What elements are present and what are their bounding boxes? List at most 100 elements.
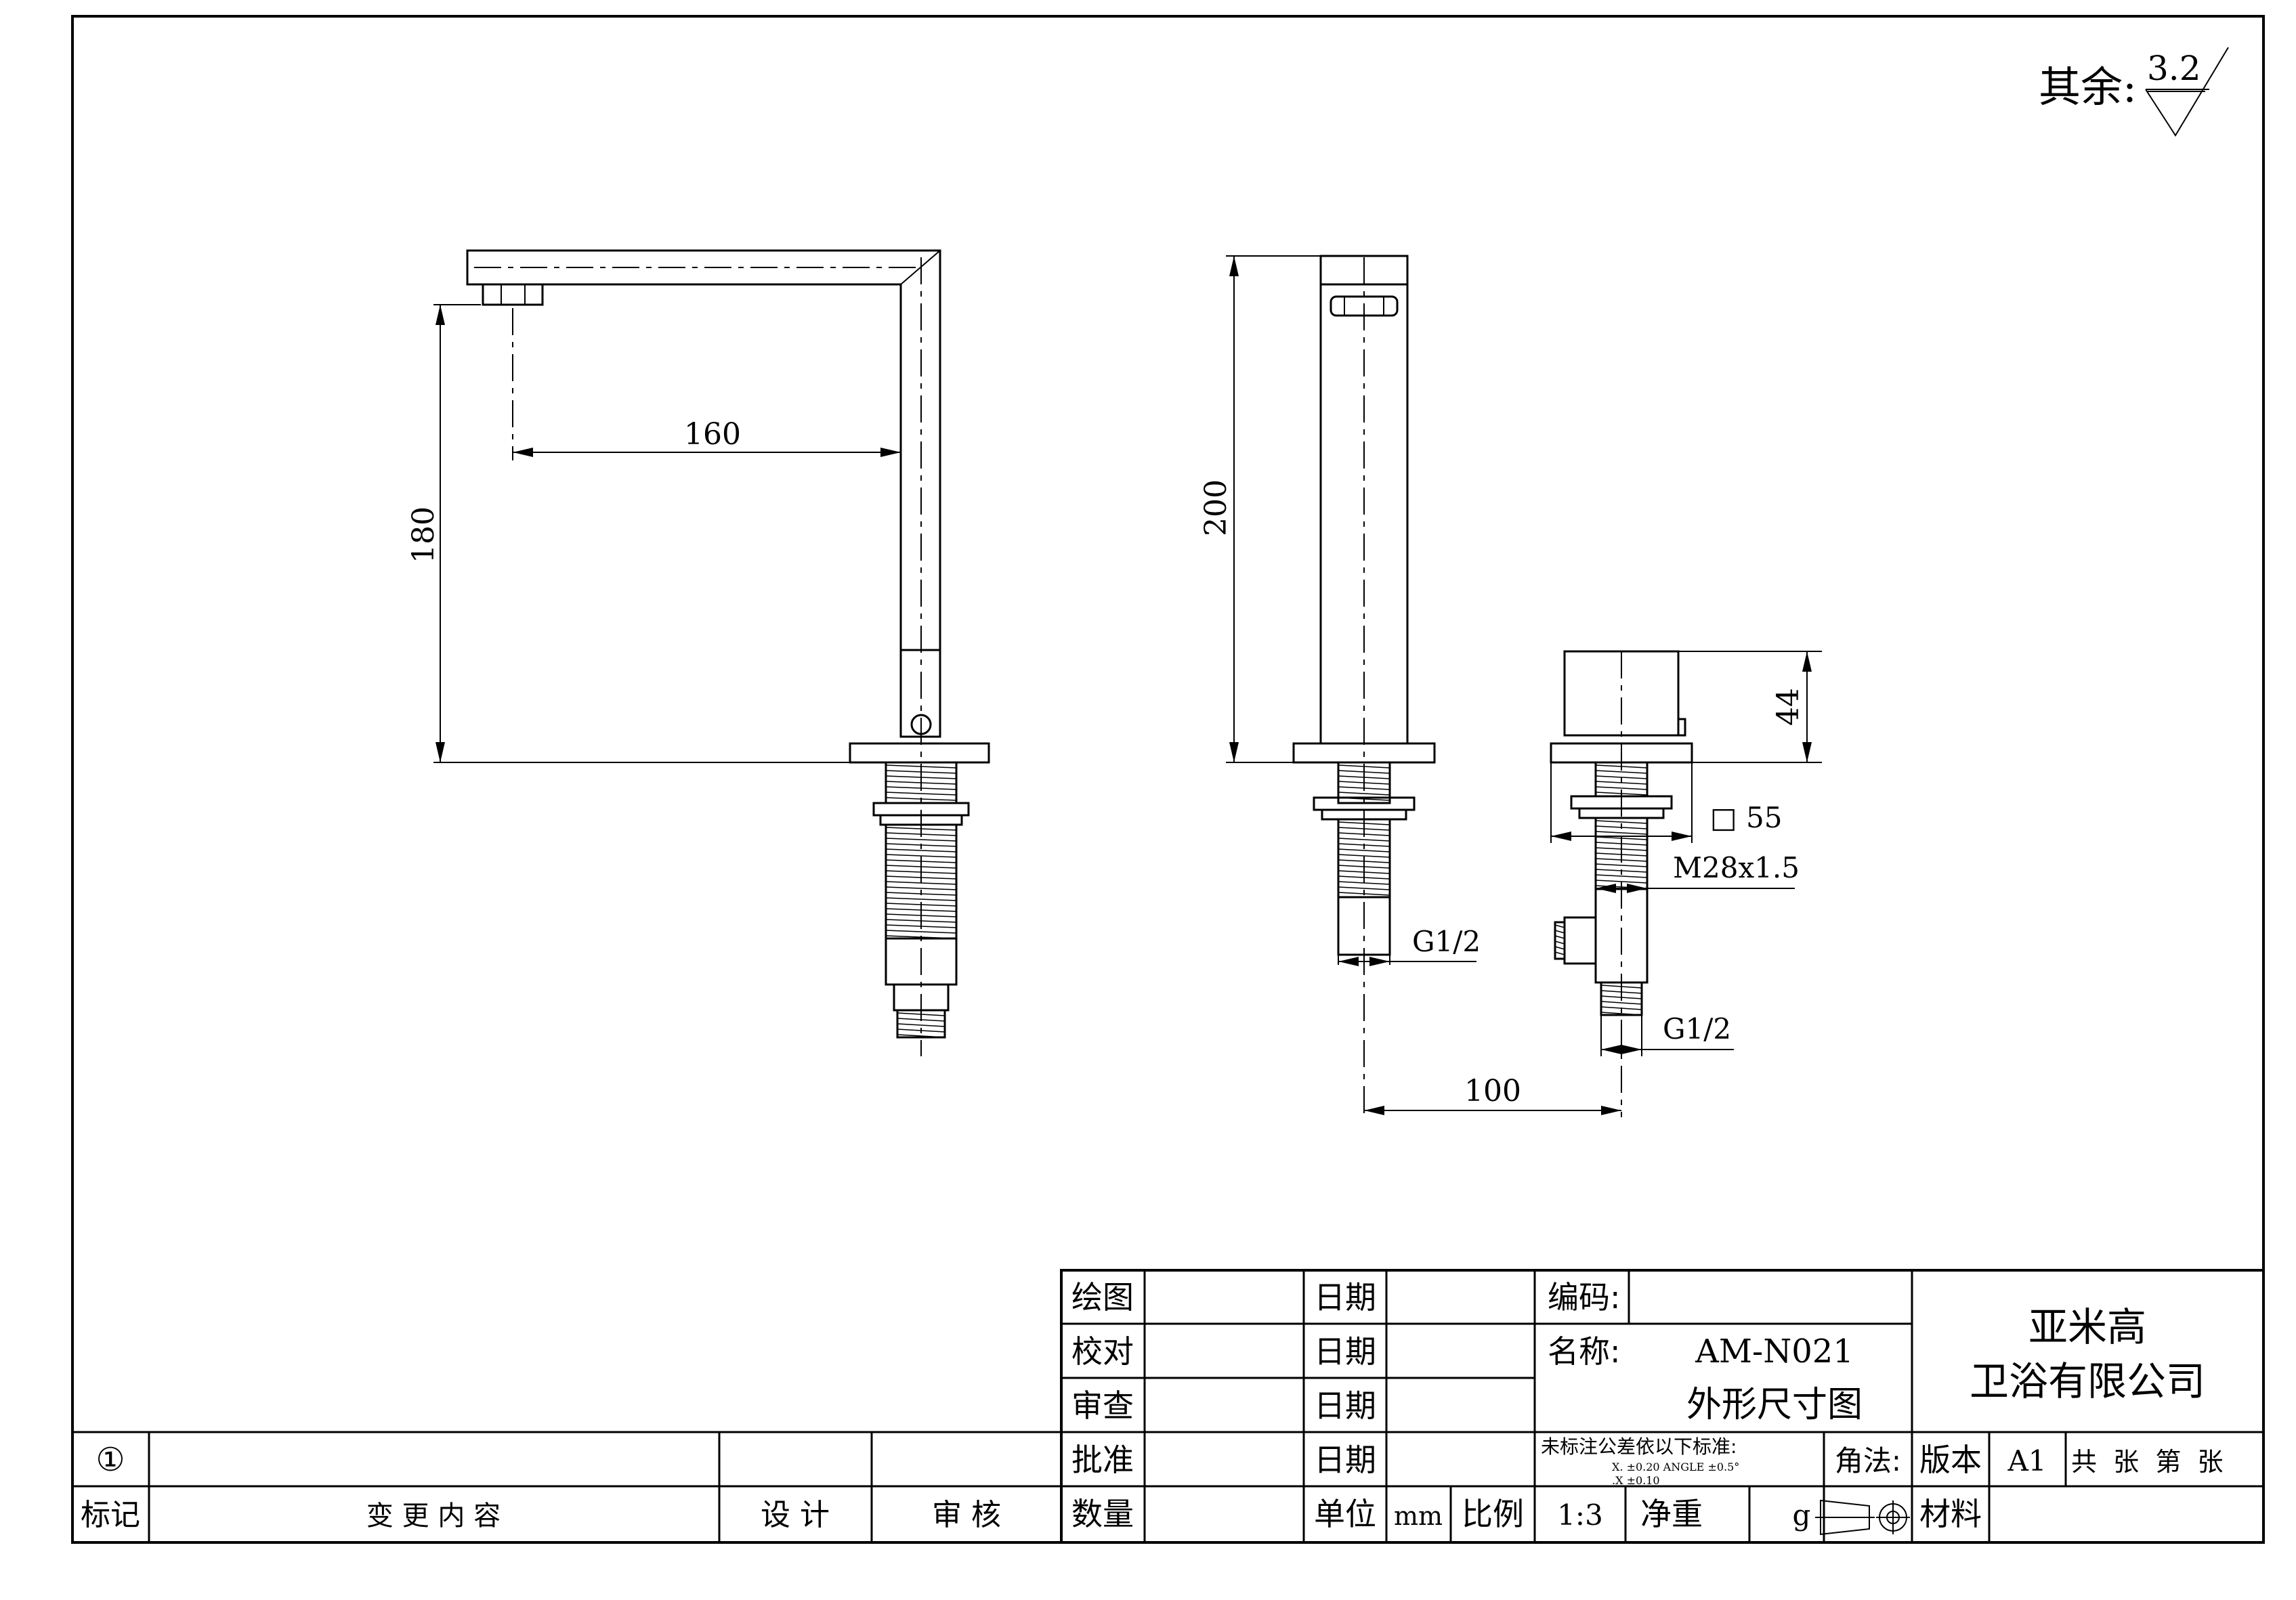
- thread-line: [885, 903, 957, 907]
- handle-thread-lines: [1554, 764, 1648, 1016]
- thread-line: [1595, 880, 1648, 884]
- thread-line: [885, 764, 957, 769]
- thread-line: [1338, 870, 1390, 874]
- dim-handle-square: □ 55: [1710, 801, 1782, 834]
- thread-line: [1338, 775, 1390, 779]
- thread-line: [897, 1018, 945, 1022]
- thread-line: [885, 870, 957, 874]
- thread-line: [1338, 832, 1390, 836]
- thread-line: [885, 935, 957, 939]
- thread-line: [1338, 821, 1390, 825]
- dim-inlet-thread-right: G1/2: [1663, 1012, 1731, 1045]
- thread-line: [1554, 940, 1565, 945]
- thread-line: [1338, 875, 1390, 880]
- thread-line: [1595, 874, 1648, 878]
- label-scale: 比例: [1462, 1496, 1524, 1532]
- thread-line: [1338, 881, 1390, 885]
- model-number: AM-N021: [1695, 1333, 1854, 1370]
- label-draw: 绘图: [1071, 1279, 1134, 1316]
- label-audit: 审 核: [932, 1498, 1001, 1532]
- title-block: [1060, 1269, 2265, 1544]
- thread-line: [1338, 786, 1390, 790]
- label-name: 名称:: [1548, 1333, 1621, 1370]
- thread-line: [897, 1023, 945, 1027]
- thread-line: [1595, 869, 1648, 873]
- label-mark: 标记: [81, 1498, 140, 1532]
- front-thread-lines: [1338, 764, 1390, 896]
- drawing-title: 外形尺寸图: [1686, 1385, 1863, 1425]
- thread-line: [1338, 797, 1390, 801]
- label-design: 设 计: [761, 1498, 830, 1532]
- thread-line: [1338, 827, 1390, 831]
- company-line-1: 亚米高: [2028, 1304, 2146, 1350]
- thread-line: [897, 1012, 945, 1016]
- thread-line: [1554, 924, 1565, 928]
- thread-line: [897, 1034, 945, 1038]
- thread-line: [1595, 852, 1648, 857]
- thread-line: [897, 1029, 945, 1033]
- label-date-3: 日期: [1314, 1387, 1376, 1424]
- thread-line: [885, 781, 957, 785]
- thread-line: [1600, 1006, 1642, 1010]
- thread-line: [1600, 995, 1642, 999]
- label-approve: 批准: [1071, 1442, 1134, 1478]
- thread-line: [1338, 886, 1390, 890]
- thread-line: [1338, 781, 1390, 785]
- thread-line: [885, 775, 957, 779]
- company-line-2: 卫浴有限公司: [1970, 1358, 2205, 1404]
- thread-line: [1595, 781, 1648, 785]
- revision-mark-symbol: ①: [95, 1441, 125, 1479]
- sheets-text: 共 张 第 张: [2071, 1447, 2223, 1477]
- thread-line: [1595, 786, 1648, 790]
- thread-line: [885, 865, 957, 869]
- dim-spout-height: 180: [406, 506, 441, 563]
- thread-line: [885, 770, 957, 774]
- tolerance-line-2: .X ±0.10: [1612, 1474, 1660, 1487]
- thread-line: [885, 881, 957, 885]
- thread-line: [1554, 951, 1565, 955]
- thread-line: [1338, 865, 1390, 869]
- thread-line: [885, 792, 957, 796]
- label-material: 材料: [1919, 1496, 1982, 1532]
- thread-line: [1595, 831, 1648, 835]
- thread-line: [1338, 838, 1390, 842]
- label-date-4: 日期: [1314, 1442, 1376, 1478]
- thread-line: [1595, 770, 1648, 774]
- thread-line: [885, 919, 957, 923]
- thread-line: [885, 924, 957, 928]
- thread-line: [885, 897, 957, 901]
- label-date-2: 日期: [1314, 1333, 1376, 1370]
- spout-front-view: [1226, 255, 1476, 1117]
- net-weight-unit: g: [1793, 1498, 1811, 1532]
- thread-line: [1338, 859, 1390, 863]
- thread-line: [1595, 847, 1648, 851]
- surface-finish-value: 3.2: [2147, 49, 2201, 88]
- thread-line: [1338, 854, 1390, 858]
- thread-line: [885, 859, 957, 863]
- thread-line: [885, 797, 957, 801]
- thread-line: [1338, 843, 1390, 847]
- thread-line: [885, 930, 957, 934]
- thread-line: [1554, 930, 1565, 934]
- label-review: 审查: [1071, 1387, 1134, 1424]
- thread-line: [1338, 792, 1390, 796]
- thread-line: [1600, 1012, 1642, 1016]
- spout-thread-lines: [885, 764, 957, 1038]
- thread-line: [1338, 848, 1390, 852]
- thread-line: [1595, 885, 1648, 889]
- label-unit: 单位: [1314, 1496, 1376, 1532]
- dim-spout-reach: 160: [684, 417, 741, 452]
- thread-line: [1338, 770, 1390, 774]
- handle-view: [1364, 650, 1822, 1117]
- surface-finish-label: 其余:: [2039, 62, 2137, 112]
- thread-line: [885, 913, 957, 917]
- thread-line: [1595, 836, 1648, 840]
- dim-handle-thread: M28x1.5: [1673, 851, 1800, 884]
- thread-line: [1595, 858, 1648, 862]
- thread-line: [1595, 792, 1648, 796]
- thread-line: [885, 875, 957, 880]
- dim-center-distance: 100: [1464, 1074, 1521, 1108]
- dim-inlet-thread-left: G1/2: [1412, 925, 1481, 958]
- label-quantity: 数量: [1071, 1496, 1134, 1532]
